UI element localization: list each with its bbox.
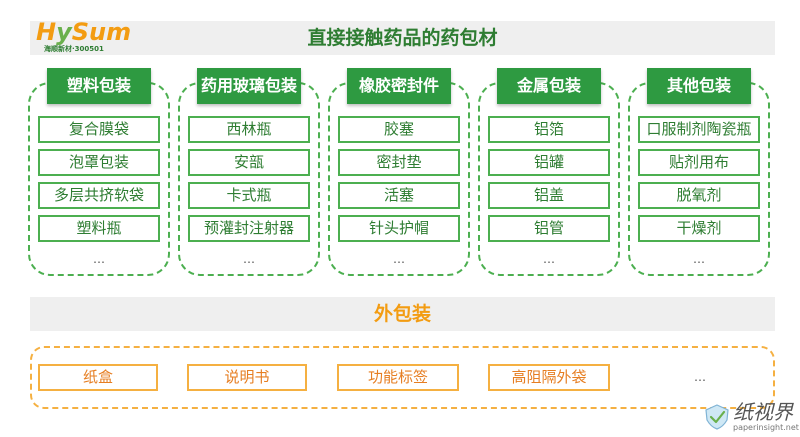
- group-glass: [178, 82, 320, 276]
- outer-item-4: 高阻隔外袋: [488, 364, 610, 391]
- item-other-2: 贴剂用布: [638, 149, 760, 176]
- item-metal-2: 铝罐: [488, 149, 610, 176]
- group-metal: [478, 82, 620, 276]
- more-other: …: [693, 252, 705, 266]
- item-rubber-2: 密封垫: [338, 149, 460, 176]
- item-glass-2: 安瓿: [188, 149, 310, 176]
- item-rubber-3: 活塞: [338, 182, 460, 209]
- item-plastic-3: 多层共挤软袋: [38, 182, 160, 209]
- item-metal-3: 铝盖: [488, 182, 610, 209]
- item-glass-4: 预灌封注射器: [188, 215, 310, 242]
- outer-item-3: 功能标签: [337, 364, 459, 391]
- outer-packaging-bar: 外包装: [30, 297, 775, 331]
- item-glass-3: 卡式瓶: [188, 182, 310, 209]
- diagram-title: 直接接触药品的药包材: [307, 27, 498, 49]
- item-rubber-4: 针头护帽: [338, 215, 460, 242]
- more-metal: …: [543, 252, 555, 266]
- more-rubber: …: [393, 252, 405, 266]
- item-plastic-1: 复合膜袋: [38, 116, 160, 143]
- group-header-glass: 药用玻璃包装: [197, 68, 301, 104]
- item-metal-4: 铝管: [488, 215, 610, 242]
- logo-subtitle: 海顺新材·300501: [44, 45, 104, 53]
- outer-item-1: 纸盒: [38, 364, 158, 391]
- title-bar: 直接接触药品的药包材: [30, 21, 775, 55]
- group-rubber: [328, 82, 470, 276]
- group-other: [628, 82, 770, 276]
- logo-letter-y: y: [56, 18, 72, 46]
- paperinsight-watermark: 纸视界 paperinsight.net: [703, 400, 799, 435]
- item-plastic-2: 泡罩包装: [38, 149, 160, 176]
- item-plastic-4: 塑料瓶: [38, 215, 160, 242]
- group-header-metal: 金属包装: [497, 68, 601, 104]
- logo-letter-h: H: [36, 18, 57, 46]
- item-glass-1: 西林瓶: [188, 116, 310, 143]
- watermark-url: paperinsight.net: [733, 423, 799, 432]
- group-plastic: [28, 82, 170, 276]
- item-other-4: 干燥剂: [638, 215, 760, 242]
- group-header-other: 其他包装: [647, 68, 751, 104]
- item-other-1: 口服制剂陶瓷瓶: [638, 116, 760, 143]
- outer-item-2: 说明书: [187, 364, 307, 391]
- more-outer: …: [694, 370, 706, 384]
- hysum-logo: HySum 海顺新材·300501: [36, 18, 132, 56]
- item-rubber-1: 胶塞: [338, 116, 460, 143]
- more-glass: …: [243, 252, 255, 266]
- more-plastic: …: [93, 252, 105, 266]
- item-other-3: 脱氧剂: [638, 182, 760, 209]
- outer-packaging-group: [30, 346, 775, 409]
- group-header-rubber: 橡胶密封件: [347, 68, 451, 104]
- logo-letters-sum: Sum: [71, 18, 132, 46]
- group-header-plastic: 塑料包装: [47, 68, 151, 104]
- watermark-text: 纸视界: [733, 400, 793, 424]
- outer-packaging-title: 外包装: [373, 303, 431, 325]
- item-metal-1: 铝箔: [488, 116, 610, 143]
- shield-logo-icon: [705, 404, 729, 430]
